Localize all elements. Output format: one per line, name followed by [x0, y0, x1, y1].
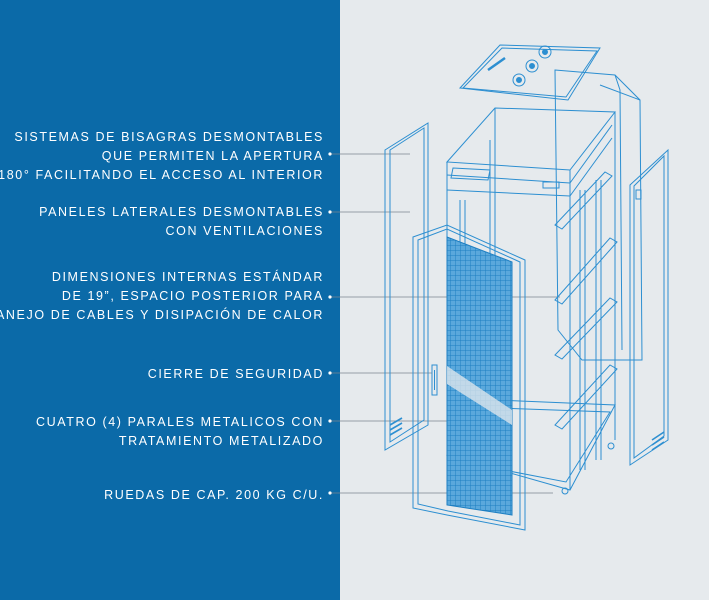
- leader-security-lock-dot: [328, 371, 332, 375]
- fan-icon: [538, 45, 552, 59]
- fan-icon: [525, 59, 539, 73]
- top-panel-handle: [487, 56, 506, 72]
- top-fan-panel: [458, 44, 601, 101]
- callout-security-lock: CIERRE DE SEGURIDAD: [148, 365, 324, 384]
- leader-dimensions-dot: [328, 295, 332, 299]
- callout-wheels-line-1: RUEDAS DE CAP. 200 KG C/U.: [104, 488, 324, 502]
- callout-side-panels-line-2: CON VENTILACIONES: [165, 224, 324, 238]
- leader-posts-dot: [328, 419, 332, 423]
- callout-side-panels-line-1: PANELES LATERALES DESMONTABLES: [39, 205, 324, 219]
- caster-wheels: [561, 442, 615, 495]
- front-door-mesh: [446, 236, 513, 516]
- callout-dimensions-line-2: DE 19”, ESPACIO POSTERIOR PARA: [61, 289, 324, 303]
- fan-icon: [512, 73, 526, 87]
- callout-hinges-line-1: SISTEMAS DE BISAGRAS DESMONTABLES: [14, 130, 324, 144]
- callout-posts-line-2: TRATAMIENTO METALIZADO: [118, 434, 324, 448]
- callout-hinges: SISTEMAS DE BISAGRAS DESMONTABLES QUE PE…: [0, 128, 324, 185]
- callout-dimensions: DIMENSIONES INTERNAS ESTÁNDAR DE 19”, ES…: [0, 268, 324, 325]
- callout-hinges-line-3: A 180° FACILITANDO EL ACCESO AL INTERIOR: [0, 168, 324, 182]
- leader-hinges-dot: [328, 152, 332, 156]
- panel-latch: [635, 189, 642, 200]
- wheel: [561, 487, 569, 495]
- internal-shelves: [554, 171, 618, 430]
- leader-side-panels-dot: [328, 210, 332, 214]
- callout-security-lock-line-1: CIERRE DE SEGURIDAD: [147, 367, 324, 381]
- vent-slots-right: [651, 431, 665, 451]
- vent-slots-left: [389, 417, 403, 436]
- callout-wheels: RUEDAS DE CAP. 200 KG C/U.: [104, 486, 324, 505]
- left-blue-panel: [0, 0, 340, 600]
- callout-side-panels: PANELES LATERALES DESMONTABLES CON VENTI…: [39, 203, 324, 241]
- callout-posts: CUATRO (4) PARALES METALICOS CON TRATAMI…: [36, 413, 324, 451]
- wheel: [607, 442, 615, 450]
- left-side-panel: [384, 122, 429, 451]
- security-lock-handle: [431, 364, 438, 396]
- right-side-panel: [629, 148, 669, 466]
- front-door: [412, 224, 526, 531]
- callout-dimensions-line-3: MANEJO DE CABLES Y DISIPACIÓN DE CALOR: [0, 308, 324, 322]
- callout-hinges-line-2: QUE PERMITEN LA APERTURA: [101, 149, 324, 163]
- callout-posts-line-1: CUATRO (4) PARALES METALICOS CON: [35, 415, 324, 429]
- rear-panel: [554, 69, 643, 361]
- mesh-highlight: [447, 366, 512, 425]
- leader-wheels-dot: [328, 491, 332, 495]
- callout-dimensions-line-1: DIMENSIONES INTERNAS ESTÁNDAR: [51, 270, 324, 284]
